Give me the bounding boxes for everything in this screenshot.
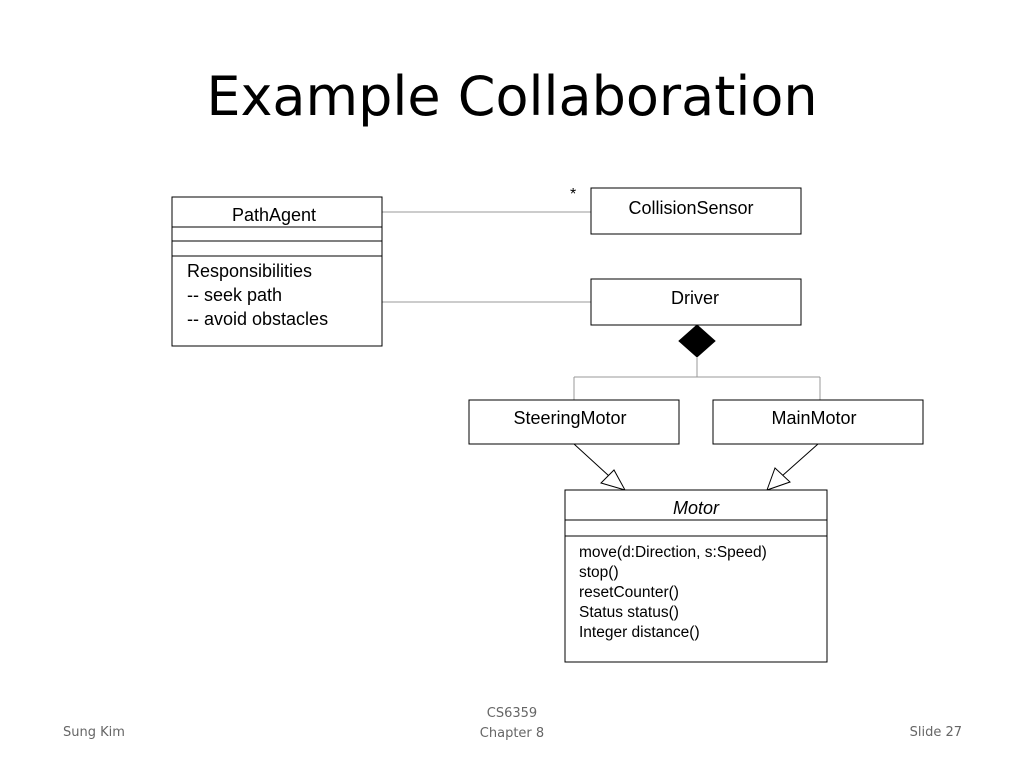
class-name: Driver xyxy=(671,288,719,308)
class-name: Motor xyxy=(673,498,720,518)
footer-author: Sung Kim xyxy=(63,725,125,740)
responsibility-line: Responsibilities xyxy=(187,261,312,281)
slide-title: Example Collaboration xyxy=(206,65,818,128)
class-motor: Motor move(d:Direction, s:Speed) stop() … xyxy=(564,489,828,663)
class-steeringmotor: SteeringMotor xyxy=(468,399,680,445)
class-pathagent: PathAgent Responsibilities -- seek path … xyxy=(171,196,383,347)
generalization-arrowhead-left xyxy=(600,469,627,491)
responsibility-line: -- avoid obstacles xyxy=(187,309,328,329)
operation-line: resetCounter() xyxy=(579,584,679,601)
operation-line: stop() xyxy=(579,564,619,581)
class-name: SteeringMotor xyxy=(513,408,626,428)
class-name: MainMotor xyxy=(771,408,856,428)
footer-slide-number: Slide 27 xyxy=(909,725,962,740)
class-collisionsensor: CollisionSensor xyxy=(590,187,802,235)
footer-course: CS6359 xyxy=(486,706,538,721)
operation-line: move(d:Direction, s:Speed) xyxy=(579,544,767,561)
generalization-steeringmotor-motor xyxy=(573,443,610,477)
class-driver: Driver xyxy=(590,278,802,326)
operation-line: Status status() xyxy=(579,604,679,621)
generalization-arrowhead-right xyxy=(766,467,791,491)
operation-line: Integer distance() xyxy=(579,624,700,641)
multiplicity-label: * xyxy=(570,186,576,203)
footer-course-info: CS6359 Chapter 8 xyxy=(412,704,612,744)
class-name: PathAgent xyxy=(232,205,316,225)
class-name: CollisionSensor xyxy=(628,198,753,218)
composition-diamond xyxy=(678,324,716,358)
responsibility-line: -- seek path xyxy=(187,285,282,305)
generalization-mainmotor-motor xyxy=(781,443,819,477)
class-mainmotor: MainMotor xyxy=(712,399,924,445)
footer-chapter: Chapter 8 xyxy=(479,726,545,741)
